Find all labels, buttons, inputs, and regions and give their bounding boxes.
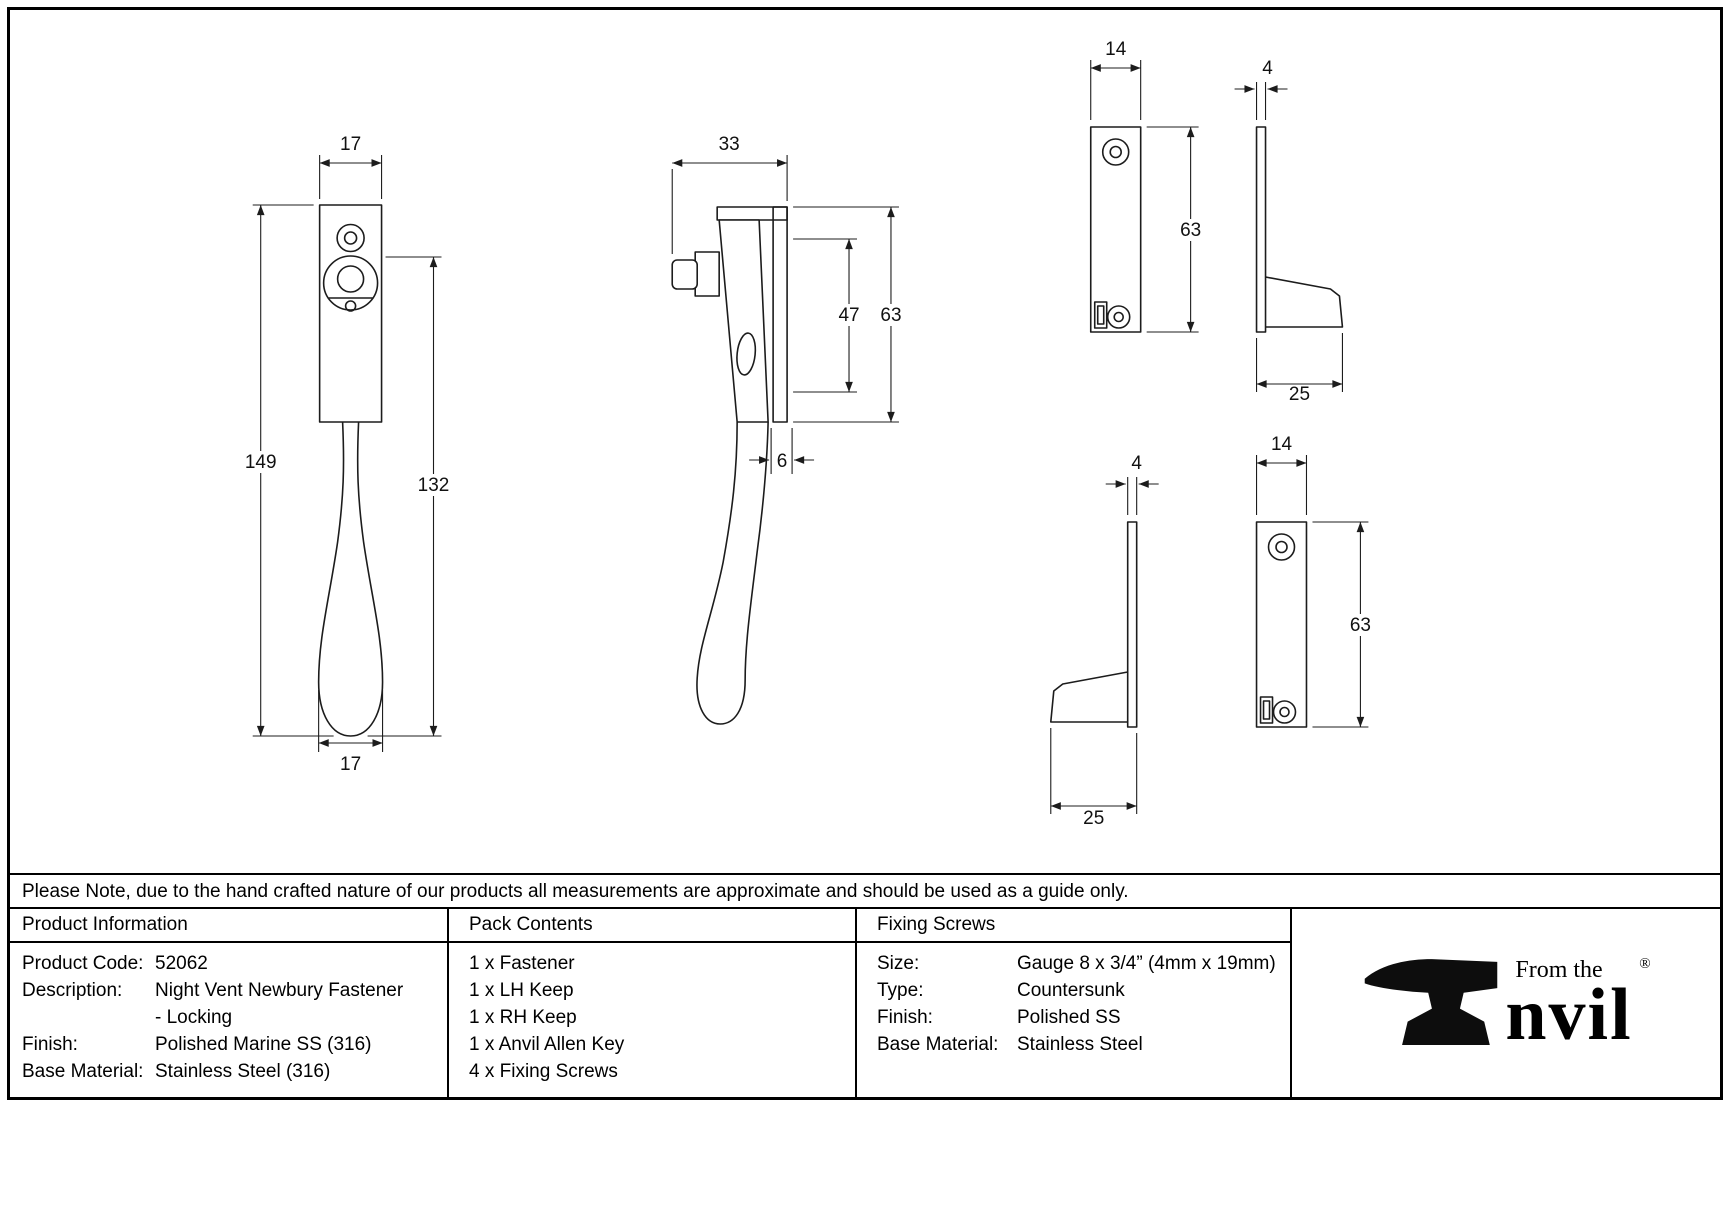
dim-label: 63 bbox=[1350, 615, 1371, 636]
registered-trademark-icon: ® bbox=[1639, 956, 1651, 972]
description-row: Description: Night Vent Newbury Fastener… bbox=[22, 977, 447, 1031]
row-value: 52062 bbox=[155, 953, 208, 974]
row-label: Finish: bbox=[22, 1034, 78, 1055]
finish-row: Finish: Polished Marine SS (316) bbox=[22, 1031, 447, 1058]
dim-label: 25 bbox=[1083, 808, 1104, 829]
fixing-screws-body: Size: Gauge 8 x 3/4” (4mm x 19mm) Type: … bbox=[857, 943, 1292, 1097]
dim-label: 4 bbox=[1262, 58, 1273, 79]
product-info-table: Product Information Pack Contents Fixing… bbox=[10, 907, 1720, 1097]
dim-label: 6 bbox=[777, 451, 788, 472]
drawing-keep-side-bottom bbox=[1049, 521, 1138, 728]
description-line-1: Night Vent Newbury Fastener bbox=[155, 980, 404, 1001]
row-value: Gauge 8 x 3/4” (4mm x 19mm) bbox=[1017, 953, 1276, 974]
dim-label: 25 bbox=[1289, 384, 1310, 405]
technical-drawing-svg: 17 149 132 17 bbox=[237, 39, 1379, 829]
dim-keep-side-bottom-thickness: 4 bbox=[1105, 453, 1159, 515]
dim-keep-top-height: 63 bbox=[1146, 126, 1209, 333]
dim-keep-bottom-width: 14 bbox=[1255, 434, 1308, 515]
row-value: Stainless Steel (316) bbox=[155, 1061, 331, 1082]
spec-sheet: 17 149 132 17 bbox=[7, 7, 1723, 1100]
row-label: Description: bbox=[22, 980, 123, 1001]
row-label: Base Material: bbox=[877, 1034, 999, 1055]
dim-label: 63 bbox=[880, 305, 901, 326]
pack-item: 1 x LH Keep bbox=[469, 980, 574, 1001]
row-value: Countersunk bbox=[1017, 980, 1125, 1001]
dim-keep-bottom-height: 63 bbox=[1312, 521, 1379, 728]
dim-fastener-width-top: 17 bbox=[319, 134, 383, 199]
dim-fastener-height-handle: 132 bbox=[367, 256, 457, 737]
size-row: Size: Gauge 8 x 3/4” (4mm x 19mm) bbox=[877, 950, 1290, 977]
row-label: Product Code: bbox=[22, 953, 144, 974]
row-label: Base Material: bbox=[22, 1061, 144, 1082]
row-label: Type: bbox=[877, 980, 924, 1001]
dim-label: 33 bbox=[719, 134, 740, 155]
dim-label: 4 bbox=[1131, 453, 1142, 474]
dim-label: 14 bbox=[1271, 434, 1292, 455]
product-information-header: Product Information bbox=[10, 909, 449, 943]
row-label: Size: bbox=[877, 953, 920, 974]
pack-item: 4 x Fixing Screws bbox=[469, 1061, 618, 1082]
dim-label: 17 bbox=[340, 754, 361, 775]
dim-fastener-height-total: 149 bbox=[237, 204, 334, 737]
dim-fastener-depth: 33 bbox=[671, 134, 788, 254]
row-value: Polished Marine SS (316) bbox=[155, 1034, 372, 1055]
base-material-row: Base Material: Stainless Steel bbox=[877, 1031, 1290, 1058]
row-value: Stainless Steel bbox=[1017, 1034, 1143, 1055]
pack-item: 1 x Anvil Allen Key bbox=[469, 1034, 625, 1055]
fixing-screws-header: Fixing Screws bbox=[857, 909, 1292, 943]
drawing-keep-side-top bbox=[1255, 126, 1344, 333]
logo-name: nvil bbox=[1505, 974, 1633, 1056]
product-code-row: Product Code: 52062 bbox=[22, 950, 447, 977]
pack-contents-body: 1 x Fastener 1 x LH Keep 1 x RH Keep 1 x… bbox=[449, 943, 857, 1097]
dim-keep-top-width: 14 bbox=[1090, 39, 1142, 120]
pack-contents-header: Pack Contents bbox=[449, 909, 857, 943]
dim-keep-side-bottom-depth: 25 bbox=[1050, 728, 1138, 829]
dim-keep-inner-height: 47 bbox=[793, 238, 867, 393]
logo-tagline: From the bbox=[1515, 957, 1603, 983]
technical-drawings: 17 149 132 17 bbox=[10, 10, 1720, 873]
anvil-icon bbox=[1365, 959, 1498, 1045]
product-information-body: Product Code: 52062 Description: Night V… bbox=[10, 943, 449, 1097]
base-material-row: Base Material: Stainless Steel (316) bbox=[22, 1058, 447, 1085]
measurement-note: Please Note, due to the hand crafted nat… bbox=[10, 873, 1720, 907]
drawing-fastener-side-view bbox=[671, 206, 788, 725]
dim-fastener-width-bottom: 17 bbox=[318, 690, 384, 775]
row-value: Night Vent Newbury Fastener - Locking bbox=[155, 977, 447, 1031]
dim-label: 149 bbox=[245, 452, 277, 473]
dim-label: 17 bbox=[340, 134, 361, 155]
row-label: Finish: bbox=[877, 1007, 933, 1028]
description-line-2: - Locking bbox=[155, 1007, 233, 1028]
row-value: Polished SS bbox=[1017, 1007, 1121, 1028]
logo-text: From the nvil ® bbox=[1505, 956, 1651, 1056]
dim-keep-side-top-depth: 25 bbox=[1255, 333, 1343, 405]
dim-label: 14 bbox=[1105, 39, 1126, 60]
dim-keep-height-side: 63 bbox=[793, 206, 909, 423]
brand-logo: From the nvil ® bbox=[1292, 909, 1720, 1097]
note-text: Please Note, due to the hand crafted nat… bbox=[22, 881, 1129, 902]
dim-keep-side-top-thickness: 4 bbox=[1234, 58, 1288, 120]
finish-row: Finish: Polished SS bbox=[877, 1004, 1290, 1031]
drawing-keep-front-bottom bbox=[1255, 521, 1308, 728]
dim-label: 132 bbox=[418, 475, 450, 496]
drawing-fastener-front-view bbox=[317, 204, 384, 737]
dim-label: 47 bbox=[838, 305, 859, 326]
drawing-keep-front-top bbox=[1089, 126, 1142, 333]
dim-plate-thickness: 6 bbox=[749, 428, 815, 474]
dim-label: 63 bbox=[1180, 220, 1201, 241]
type-row: Type: Countersunk bbox=[877, 977, 1290, 1004]
pack-item: 1 x RH Keep bbox=[469, 1007, 577, 1028]
pack-item: 1 x Fastener bbox=[469, 953, 575, 974]
